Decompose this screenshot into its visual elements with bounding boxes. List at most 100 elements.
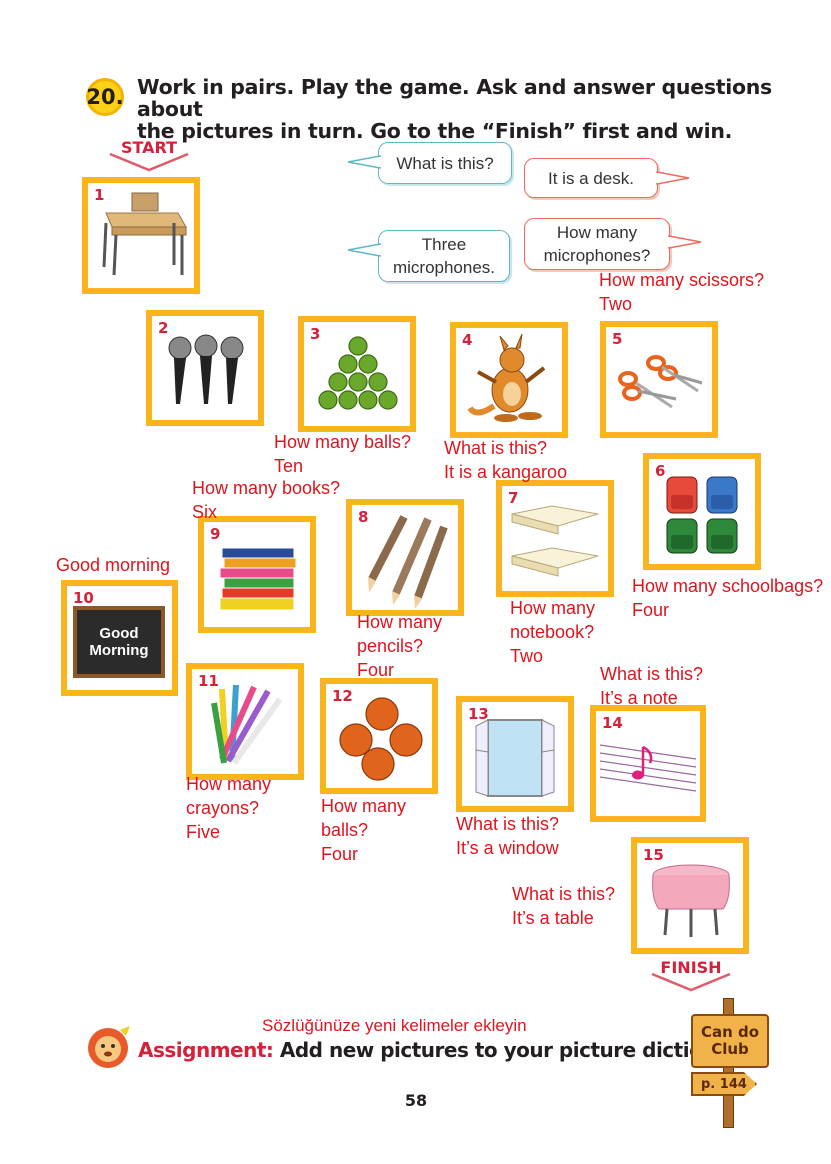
annotation-line: Four <box>357 660 395 680</box>
page-link-arrow[interactable]: p. 144 <box>691 1072 757 1096</box>
box-number: 6 <box>655 462 666 480</box>
picture-box-3: 3 <box>298 316 416 432</box>
box-number: 9 <box>210 525 221 543</box>
picture-box-4: 4 <box>450 322 568 438</box>
annotation-line: pencils? <box>357 636 424 656</box>
annotation-line: Two <box>510 646 544 666</box>
annotation-line: How many books? <box>192 478 341 498</box>
speech-bubble-question-2: How many microphones? <box>524 218 670 270</box>
annotation-box-15: What is this? It’s a table <box>512 882 615 930</box>
annotation-line: It’s a window <box>456 838 559 858</box>
start-label: START <box>120 138 178 157</box>
box-number: 1 <box>94 186 105 204</box>
annotation-line: It’s a note <box>600 688 678 708</box>
annotation-box-14: What is this?It’s a note <box>600 662 703 710</box>
speech-bubble-answer-1: It is a desk. <box>524 158 658 198</box>
box-number: 11 <box>198 672 219 690</box>
annotation-box-3: How many balls?Ten <box>274 430 411 478</box>
annotation-line: What is this? <box>444 438 548 458</box>
club-board: Can do Club <box>691 1014 769 1068</box>
bubble-text: How many <box>556 223 638 242</box>
picture-box-13: 13 <box>456 696 574 812</box>
assignment-label: Assignment: <box>138 1038 274 1062</box>
instruction-line-2: the pictures in turn. Go to the “Finish”… <box>137 119 733 143</box>
page-number: 58 <box>404 1091 428 1110</box>
blackboard-icon: Good Morning <box>73 606 165 678</box>
annotation-line: Good morning <box>56 555 171 575</box>
club-text: Can do <box>700 1023 760 1041</box>
annotation-line: crayons? <box>186 798 260 818</box>
box-number: 7 <box>508 489 519 507</box>
crayons-icon <box>211 684 283 765</box>
bubble-text: It is a desk. <box>548 168 634 188</box>
annotation-box-13: What is this? It’s a window <box>456 812 559 860</box>
picture-box-5: 5 <box>600 321 718 438</box>
annotation-line: How many <box>510 598 596 618</box>
annotation-line: How many <box>186 774 272 794</box>
pencils-icon <box>368 515 448 609</box>
annotation-box-6: How many schoolbags? Four <box>632 574 823 622</box>
picture-box-12: 12 <box>320 678 438 794</box>
assignment-text: Add new pictures to your picture diction… <box>279 1038 757 1062</box>
bubble-text: What is this? <box>396 153 494 173</box>
picture-box-14: 14 <box>590 705 706 822</box>
bubble-tail-icon <box>347 155 382 169</box>
schoolbags-icon <box>666 476 738 554</box>
box-number: 14 <box>602 714 623 732</box>
annotation-line: Four <box>321 844 359 864</box>
assignment-line: Assignment: Add new pictures to your pic… <box>138 1038 757 1062</box>
club-text: Club <box>711 1040 749 1058</box>
finish-arrow-icon <box>651 972 731 992</box>
bubble-text: microphones? <box>543 246 651 265</box>
picture-box-10: 10 Good Morning <box>61 580 178 696</box>
box-number: 4 <box>462 331 473 349</box>
annotation-box-11: How many crayons? Five <box>186 772 271 844</box>
annotation-line: What is this? <box>456 814 560 834</box>
scissors-icon <box>618 355 703 409</box>
bubble-tail-icon <box>655 171 690 185</box>
annotation-line: It’s a table <box>512 908 594 928</box>
picture-box-15: 15 <box>631 837 749 954</box>
annotation-line: It is a kangaroo <box>444 462 568 482</box>
annotation-line: notebook? <box>510 622 595 642</box>
picture-box-2: 2 <box>146 310 264 426</box>
picture-box-8: 8 <box>346 499 464 616</box>
box-number: 15 <box>643 846 664 864</box>
exercise-number: 20. <box>86 85 124 109</box>
books-icon <box>219 547 297 611</box>
annotation-box-10: Good morning <box>56 553 170 577</box>
board-text: Morning <box>89 642 149 659</box>
kangaroo-icon <box>467 333 546 422</box>
annotation-line: Sözlüğünüze yeni kelimeler ekleyin <box>262 1016 527 1035</box>
picture-box-6: 6 <box>643 453 761 570</box>
annotation-line: How many <box>321 796 407 816</box>
microphones-icon <box>168 334 244 404</box>
annotation-line: How many schoolbags? <box>632 576 824 596</box>
annotation-box-4: What is this? It is a kangaroo <box>444 436 567 484</box>
annotation-line: How many scissors? <box>599 270 765 290</box>
annotation-box-7: How many notebook? Two <box>510 596 595 668</box>
annotation-box-8: How many pencils? Four <box>357 610 442 682</box>
speech-bubble-question-1: What is this? <box>378 142 512 184</box>
box-number: 10 <box>73 589 94 607</box>
picture-box-7: 7 <box>496 480 614 597</box>
annotation-line: balls? <box>321 820 369 840</box>
annotation-line: How many <box>357 612 443 632</box>
annotation-line: How many balls? <box>274 432 412 452</box>
notebooks-icon <box>511 505 599 577</box>
board-text: Good <box>99 625 139 642</box>
annotation-line: Six <box>192 502 218 522</box>
basketballs-icon <box>339 697 423 781</box>
annotation-box-5: How many scissors? Two <box>599 268 764 316</box>
instruction-line-1: Work in pairs. Play the game. Ask and an… <box>137 75 772 121</box>
annotation-line: Two <box>599 294 633 314</box>
picture-box-9: 9 <box>198 516 316 633</box>
annotation-box-12: How many balls? Four <box>321 794 406 866</box>
annotation-line: Four <box>632 600 670 620</box>
bubble-text: Three <box>421 235 467 254</box>
box-number: 5 <box>612 330 623 348</box>
annotation-line: What is this? <box>512 884 616 904</box>
bubble-tail-icon <box>667 235 702 249</box>
exercise-number-badge: 20. <box>86 78 124 116</box>
annotation-line: Five <box>186 822 221 842</box>
